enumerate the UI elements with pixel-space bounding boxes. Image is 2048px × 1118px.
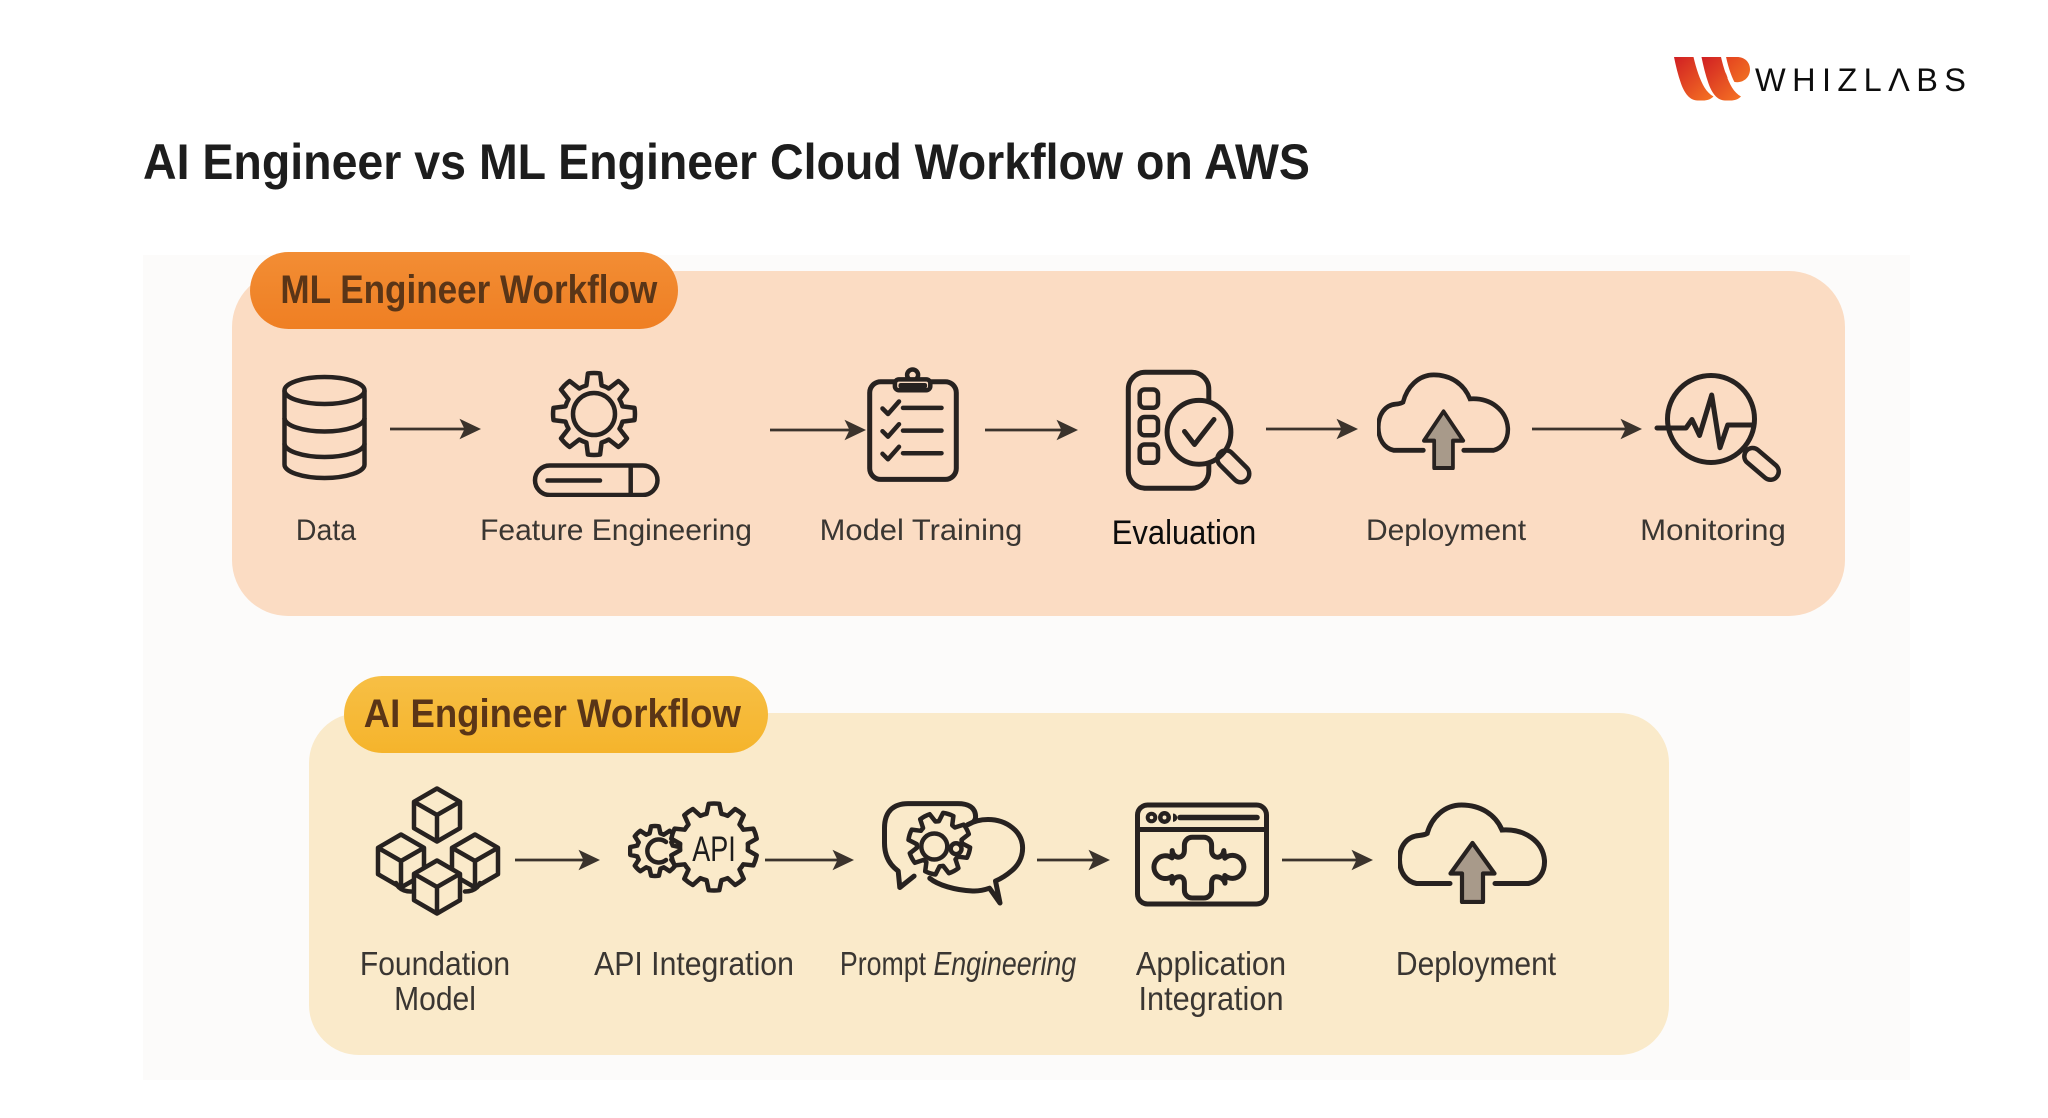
svg-text:API: API	[692, 828, 735, 869]
